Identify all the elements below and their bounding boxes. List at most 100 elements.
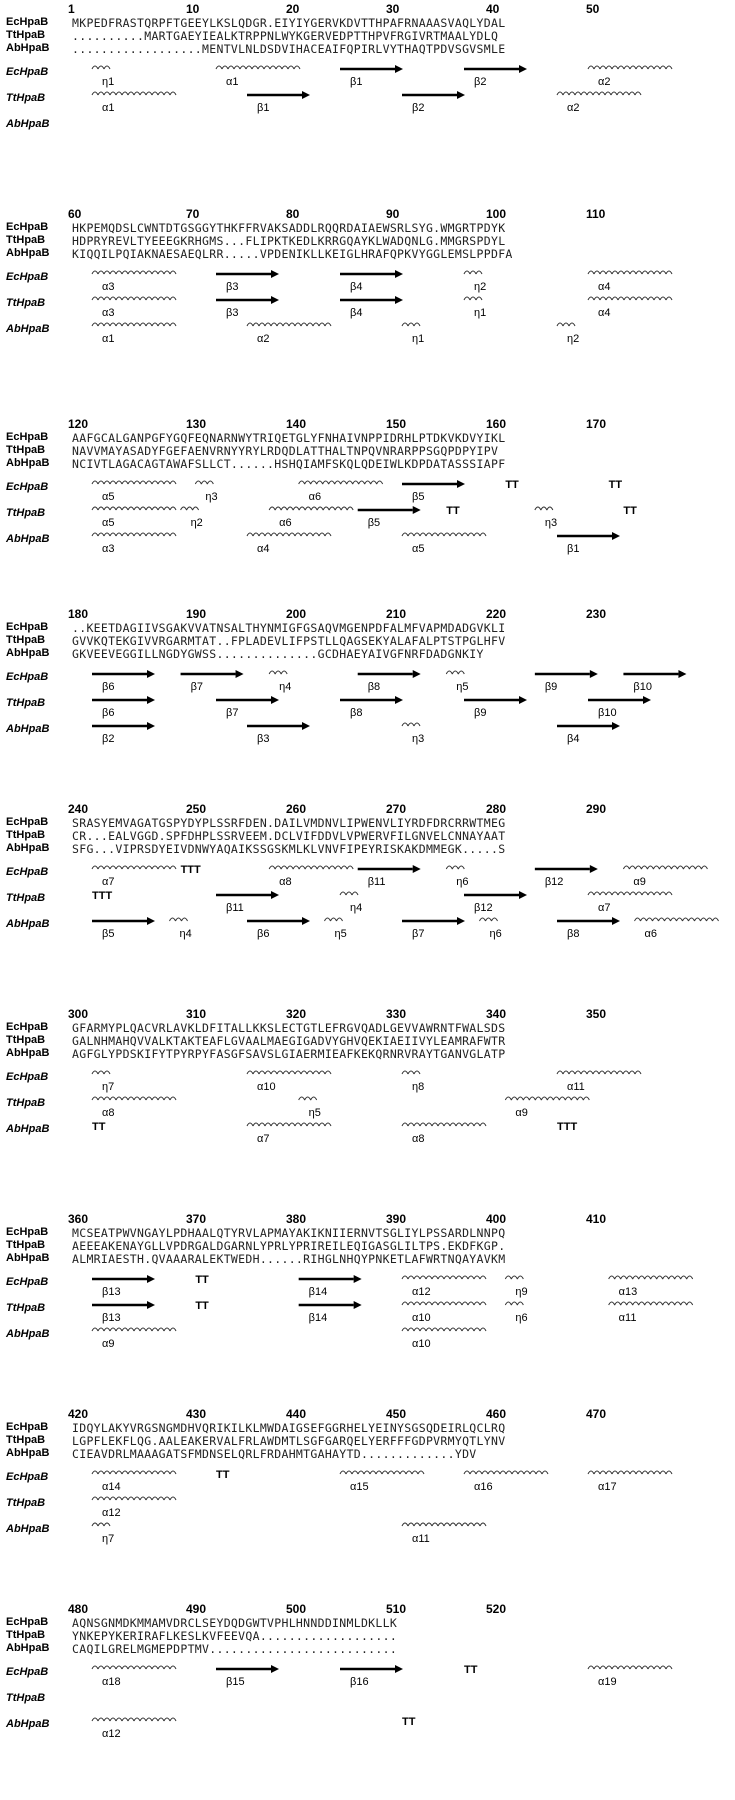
structure-element-label: β8 xyxy=(350,707,363,719)
ruler-number: 40 xyxy=(486,2,500,16)
structure-label: AbHpaB xyxy=(6,1523,50,1535)
ruler-number: 520 xyxy=(486,1602,507,1616)
structure-element-label: α2 xyxy=(598,76,611,88)
structure-label: AbHpaB xyxy=(6,1718,50,1730)
structure-element-label: β4 xyxy=(350,281,363,293)
structure-element-label: η5 xyxy=(334,928,347,940)
ruler-number: 60 xyxy=(68,207,82,221)
structure-element-label: α4 xyxy=(598,281,611,293)
sequence-row: ..........MARTGAEYIEALKTRPPNLWYKGERVEDPT… xyxy=(72,29,499,43)
sequence-label: TtHpaB xyxy=(6,444,46,456)
ruler-number: 460 xyxy=(486,1407,507,1421)
structure-element-label: α8 xyxy=(102,1107,115,1119)
structure-label: EcHpaB xyxy=(6,481,49,493)
secondary-structure-track xyxy=(72,717,732,735)
ruler-number: 490 xyxy=(186,1602,207,1616)
ruler-number: 260 xyxy=(286,802,307,816)
structure-label: EcHpaB xyxy=(6,1071,49,1083)
ruler-number: 70 xyxy=(186,207,200,221)
structure-element-label: α3 xyxy=(102,307,115,319)
ruler-number: 270 xyxy=(386,802,407,816)
sequence-label: AbHpaB xyxy=(6,1642,50,1654)
secondary-structure-track xyxy=(72,1091,732,1109)
secondary-structure-track xyxy=(72,86,732,104)
structure-label: TtHpaB xyxy=(6,297,46,309)
structure-element-label: β8 xyxy=(367,681,381,693)
structure-label: EcHpaB xyxy=(6,866,49,878)
sequence-row: SRASYEMVAGATGSPYDYPLSSRFDEN.DAILVMDNVLIP… xyxy=(72,816,506,830)
sequence-label: EcHpaB xyxy=(6,816,49,828)
structure-element-label: α1 xyxy=(102,102,115,114)
sequence-row: MKPEDFRASTQRPFTGEEYLKSLQDGR.EIYIYGERVKDV… xyxy=(72,16,506,30)
ruler-number: 180 xyxy=(68,607,89,621)
sequence-row: CAQILGRELMGMEPDPTMV.....................… xyxy=(72,1642,398,1656)
structure-element-label: η1 xyxy=(412,333,425,345)
structure-element-label: α12 xyxy=(412,1286,431,1298)
structure-label: TtHpaB xyxy=(6,1097,46,1109)
structure-element-label: β11 xyxy=(367,876,386,888)
structure-element-label: α10 xyxy=(412,1338,431,1350)
svg-text:TT: TT xyxy=(446,505,460,517)
structure-element-label: α3 xyxy=(102,281,115,293)
structure-element-label: β3 xyxy=(226,281,239,293)
svg-text:TT: TT xyxy=(609,479,623,491)
structure-element-label: α5 xyxy=(102,517,115,529)
structure-element-label: β7 xyxy=(226,707,239,719)
secondary-structure-track xyxy=(72,665,732,683)
secondary-structure-track: TT xyxy=(72,1296,732,1314)
structure-element-label: α8 xyxy=(279,876,292,888)
structure-element-label: η4 xyxy=(179,928,192,940)
sequence-row: IDQYLAKYVRGSNGMDHVQRIKILKLMWDAIGSEFGGRHE… xyxy=(72,1421,506,1435)
structure-element-label: α6 xyxy=(279,517,292,529)
sequence-label: TtHpaB xyxy=(6,1239,46,1251)
ruler-number: 510 xyxy=(386,1602,407,1616)
sequence-label: TtHpaB xyxy=(6,1629,46,1641)
ruler-number: 410 xyxy=(586,1212,607,1226)
sequence-row: ..KEETDAGIIVSGAKVVATNSALTHYNMIGFGSAQVMGE… xyxy=(72,621,506,635)
structure-element-label: η3 xyxy=(205,491,218,503)
svg-text:TT: TT xyxy=(195,1274,209,1286)
structure-element-label: β15 xyxy=(226,1676,245,1688)
structure-label: AbHpaB xyxy=(6,323,50,335)
secondary-structure-track: TT xyxy=(72,1465,732,1483)
structure-element-label: η2 xyxy=(474,281,487,293)
ruler-number: 310 xyxy=(186,1007,207,1021)
structure-element-label: β12 xyxy=(474,902,493,914)
secondary-structure-track xyxy=(72,112,732,130)
sequence-label: EcHpaB xyxy=(6,1421,49,1433)
secondary-structure-track xyxy=(72,1322,732,1340)
sequence-label: AbHpaB xyxy=(6,1047,50,1059)
structure-element-label: β3 xyxy=(257,733,270,745)
ruler-number: 190 xyxy=(186,607,207,621)
structure-element-label: α1 xyxy=(102,333,115,345)
sequence-label: EcHpaB xyxy=(6,1616,49,1628)
ruler-number: 240 xyxy=(68,802,89,816)
ruler-number: 90 xyxy=(386,207,400,221)
structure-element-label: α12 xyxy=(102,1728,121,1740)
structure-element-label: η6 xyxy=(489,928,502,940)
ruler-number: 110 xyxy=(586,207,606,221)
sequence-row: ..................MENTVLNLDSDVIHACEAIFQP… xyxy=(72,42,506,56)
secondary-structure-track xyxy=(72,291,732,309)
structure-label: TtHpaB xyxy=(6,1692,46,1704)
structure-element-label: η1 xyxy=(102,76,115,88)
sequence-label: AbHpaB xyxy=(6,247,50,259)
structure-element-label: α4 xyxy=(598,307,611,319)
sequence-row: ALMRIAESTH.QVAAARALEKTWEDH......RIHGLNHQ… xyxy=(72,1252,506,1266)
structure-element-label: α18 xyxy=(102,1676,121,1688)
ruler-number: 480 xyxy=(68,1602,89,1616)
structure-element-label: α7 xyxy=(102,876,115,888)
sequence-label: TtHpaB xyxy=(6,1034,46,1046)
structure-element-label: η2 xyxy=(190,517,203,529)
structure-element-label: η6 xyxy=(456,876,469,888)
structure-element-label: β1 xyxy=(257,102,270,114)
sequence-row: GKVEEVEGGILLNGDYGWSS..............GCDHAE… xyxy=(72,647,484,661)
ruler-number: 230 xyxy=(586,607,607,621)
sequence-label: EcHpaB xyxy=(6,431,49,443)
sequence-label: EcHpaB xyxy=(6,621,49,633)
structure-element-label: β6 xyxy=(102,681,115,693)
structure-element-label: α3 xyxy=(102,543,115,555)
